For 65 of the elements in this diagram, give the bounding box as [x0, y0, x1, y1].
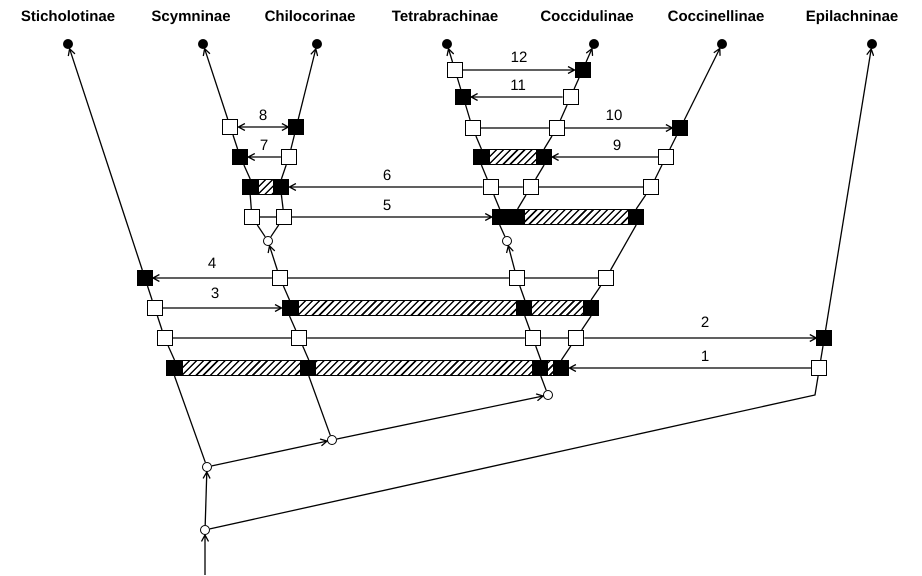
- hatched-character-bar: [473, 149, 552, 165]
- open-character-square: [562, 89, 579, 105]
- lineage-arrow: [68, 48, 143, 270]
- lineage-arrow: [824, 48, 874, 330]
- open-character-square: [522, 179, 539, 195]
- character-arrow: [162, 304, 282, 312]
- open-character-square: [524, 330, 541, 346]
- filled-character-square: [574, 62, 591, 78]
- open-character-square: [446, 62, 463, 78]
- taxon-label: Chilocorinae: [264, 8, 356, 26]
- taxon-label: Tetrabrachinae: [392, 8, 498, 26]
- taxon-label: Scymninae: [151, 8, 231, 26]
- taxon-label: Coccinellinae: [668, 8, 764, 26]
- open-character-square: [568, 330, 584, 346]
- open-character-square: [464, 120, 481, 136]
- taxon-label: Coccidulinae: [540, 8, 634, 26]
- character-arrow: [288, 182, 483, 192]
- lineage-arrow: [446, 48, 454, 62]
- character-arrow: [568, 364, 812, 372]
- filled-character-square: [288, 119, 304, 135]
- filled-character-square: [136, 270, 153, 286]
- lineage-arrow: [298, 48, 318, 120]
- lineage-arrow: [586, 48, 594, 62]
- hatched-character-bar: [242, 179, 290, 195]
- character-arrow: [292, 212, 492, 222]
- lineage-arrow: [336, 393, 544, 440]
- open-character-square: [244, 209, 260, 225]
- open-character-square: [548, 120, 565, 136]
- character-arrow: [584, 334, 817, 342]
- open-character-square: [658, 149, 674, 165]
- open-character-square: [272, 270, 288, 286]
- open-character-square: [146, 300, 163, 316]
- character-arrow: [152, 274, 272, 282]
- filled-character-square: [672, 120, 688, 136]
- open-character-square: [598, 270, 614, 286]
- character-arrow: [551, 152, 658, 162]
- taxon-label: Epilachninae: [806, 8, 898, 26]
- character-arrow: [238, 122, 290, 132]
- character-arrow: [462, 66, 576, 74]
- lineage-arrow: [200, 534, 210, 575]
- character-arrow: [470, 92, 563, 102]
- lineage-arrow: [684, 48, 721, 120]
- hatched-character-bar: [166, 360, 570, 376]
- open-character-square: [156, 330, 173, 346]
- taxon-label: Sticholotinae: [20, 8, 116, 26]
- lineage-arrow: [506, 245, 516, 270]
- open-character-square: [811, 360, 828, 376]
- filled-character-square: [232, 149, 248, 165]
- open-character-square: [482, 179, 499, 195]
- lineage-arrow: [202, 48, 228, 120]
- filled-character-square: [455, 89, 472, 105]
- open-character-square: [643, 179, 660, 195]
- open-character-square: [291, 330, 308, 346]
- open-character-square: [280, 149, 297, 165]
- lineage-arrow: [268, 245, 278, 270]
- open-character-square: [276, 209, 292, 225]
- open-character-square: [222, 119, 238, 135]
- character-arrow: [564, 124, 674, 132]
- hatched-character-bar: [282, 300, 600, 316]
- character-arrow: [248, 152, 281, 162]
- open-character-square: [508, 270, 525, 286]
- lineage-arrow: [212, 438, 328, 467]
- filled-character-square: [816, 330, 832, 346]
- hatched-character-bar: [492, 209, 644, 225]
- lineage-arrow: [202, 471, 211, 526]
